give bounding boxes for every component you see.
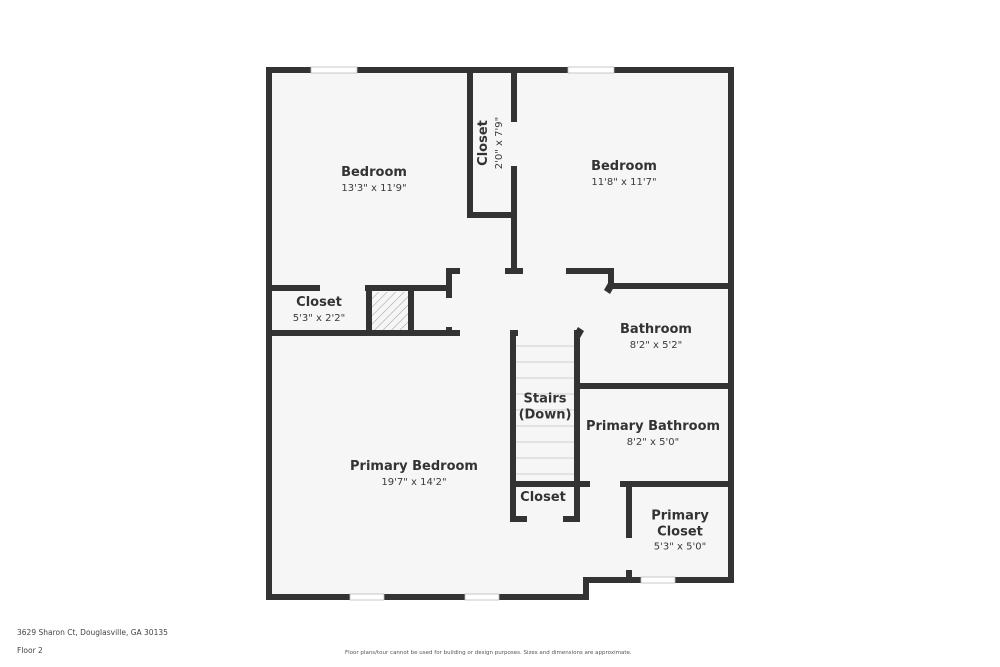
room-name: Stairs [523,391,567,407]
room-primary-closet: Primary Closet 5'3" x 5'0" [651,508,709,553]
room-primary-bathroom: Primary Bathroom 8'2" x 5'0" [586,419,720,449]
room-dimensions: 2'0" x 7'9" [493,116,505,170]
room-dimensions: 8'2" x 5'2" [629,339,683,351]
room-closet-stairs: Closet [520,490,566,506]
walls [266,67,734,600]
room-dimensions: 19'7" x 14'2" [381,476,447,488]
chase-hatch [372,292,408,330]
room-name: Bedroom [341,165,407,181]
room-name: Primary Bathroom [585,419,721,435]
room-note: (Down) [518,407,572,422]
room-primary-bedroom: Primary Bedroom 19'7" x 14'2" [350,459,478,489]
floor-label: Floor 2 [17,646,43,655]
room-name-line2: Closet [657,524,703,539]
room-bedroom-right: Bedroom 11'8" x 11'7" [591,159,657,189]
windows [310,66,676,601]
room-name: Closet [476,120,492,166]
room-closet-left: Closet 5'3" x 2'2" [293,295,345,325]
room-name: Closet [520,490,566,506]
floor-fill [270,70,732,597]
room-closet-top: Closet 2'0" x 7'9" [476,117,506,169]
room-name: Bedroom [591,159,657,175]
room-stairs: Stairs (Down) [519,391,572,422]
room-name: Closet [296,295,342,311]
room-bedroom-left: Bedroom 13'3" x 11'9" [341,165,407,195]
room-name: Bathroom [620,322,692,338]
room-dimensions: 13'3" x 11'9" [341,182,407,194]
stair-treads [516,345,574,475]
disclaimer: Floor plans/tour cannot be used for buil… [345,650,632,656]
room-name-line1: Primary [651,508,709,524]
room-name: Primary Bedroom [350,459,478,475]
property-address: 3629 Sharon Ct, Douglasville, GA 30135 [17,628,168,637]
room-dimensions: 11'8" x 11'7" [591,176,657,188]
room-dimensions: 5'3" x 2'2" [292,312,346,324]
room-dimensions: 8'2" x 5'0" [626,436,680,448]
room-bathroom: Bathroom 8'2" x 5'2" [620,322,692,352]
room-dimensions: 5'3" x 5'0" [653,541,707,553]
